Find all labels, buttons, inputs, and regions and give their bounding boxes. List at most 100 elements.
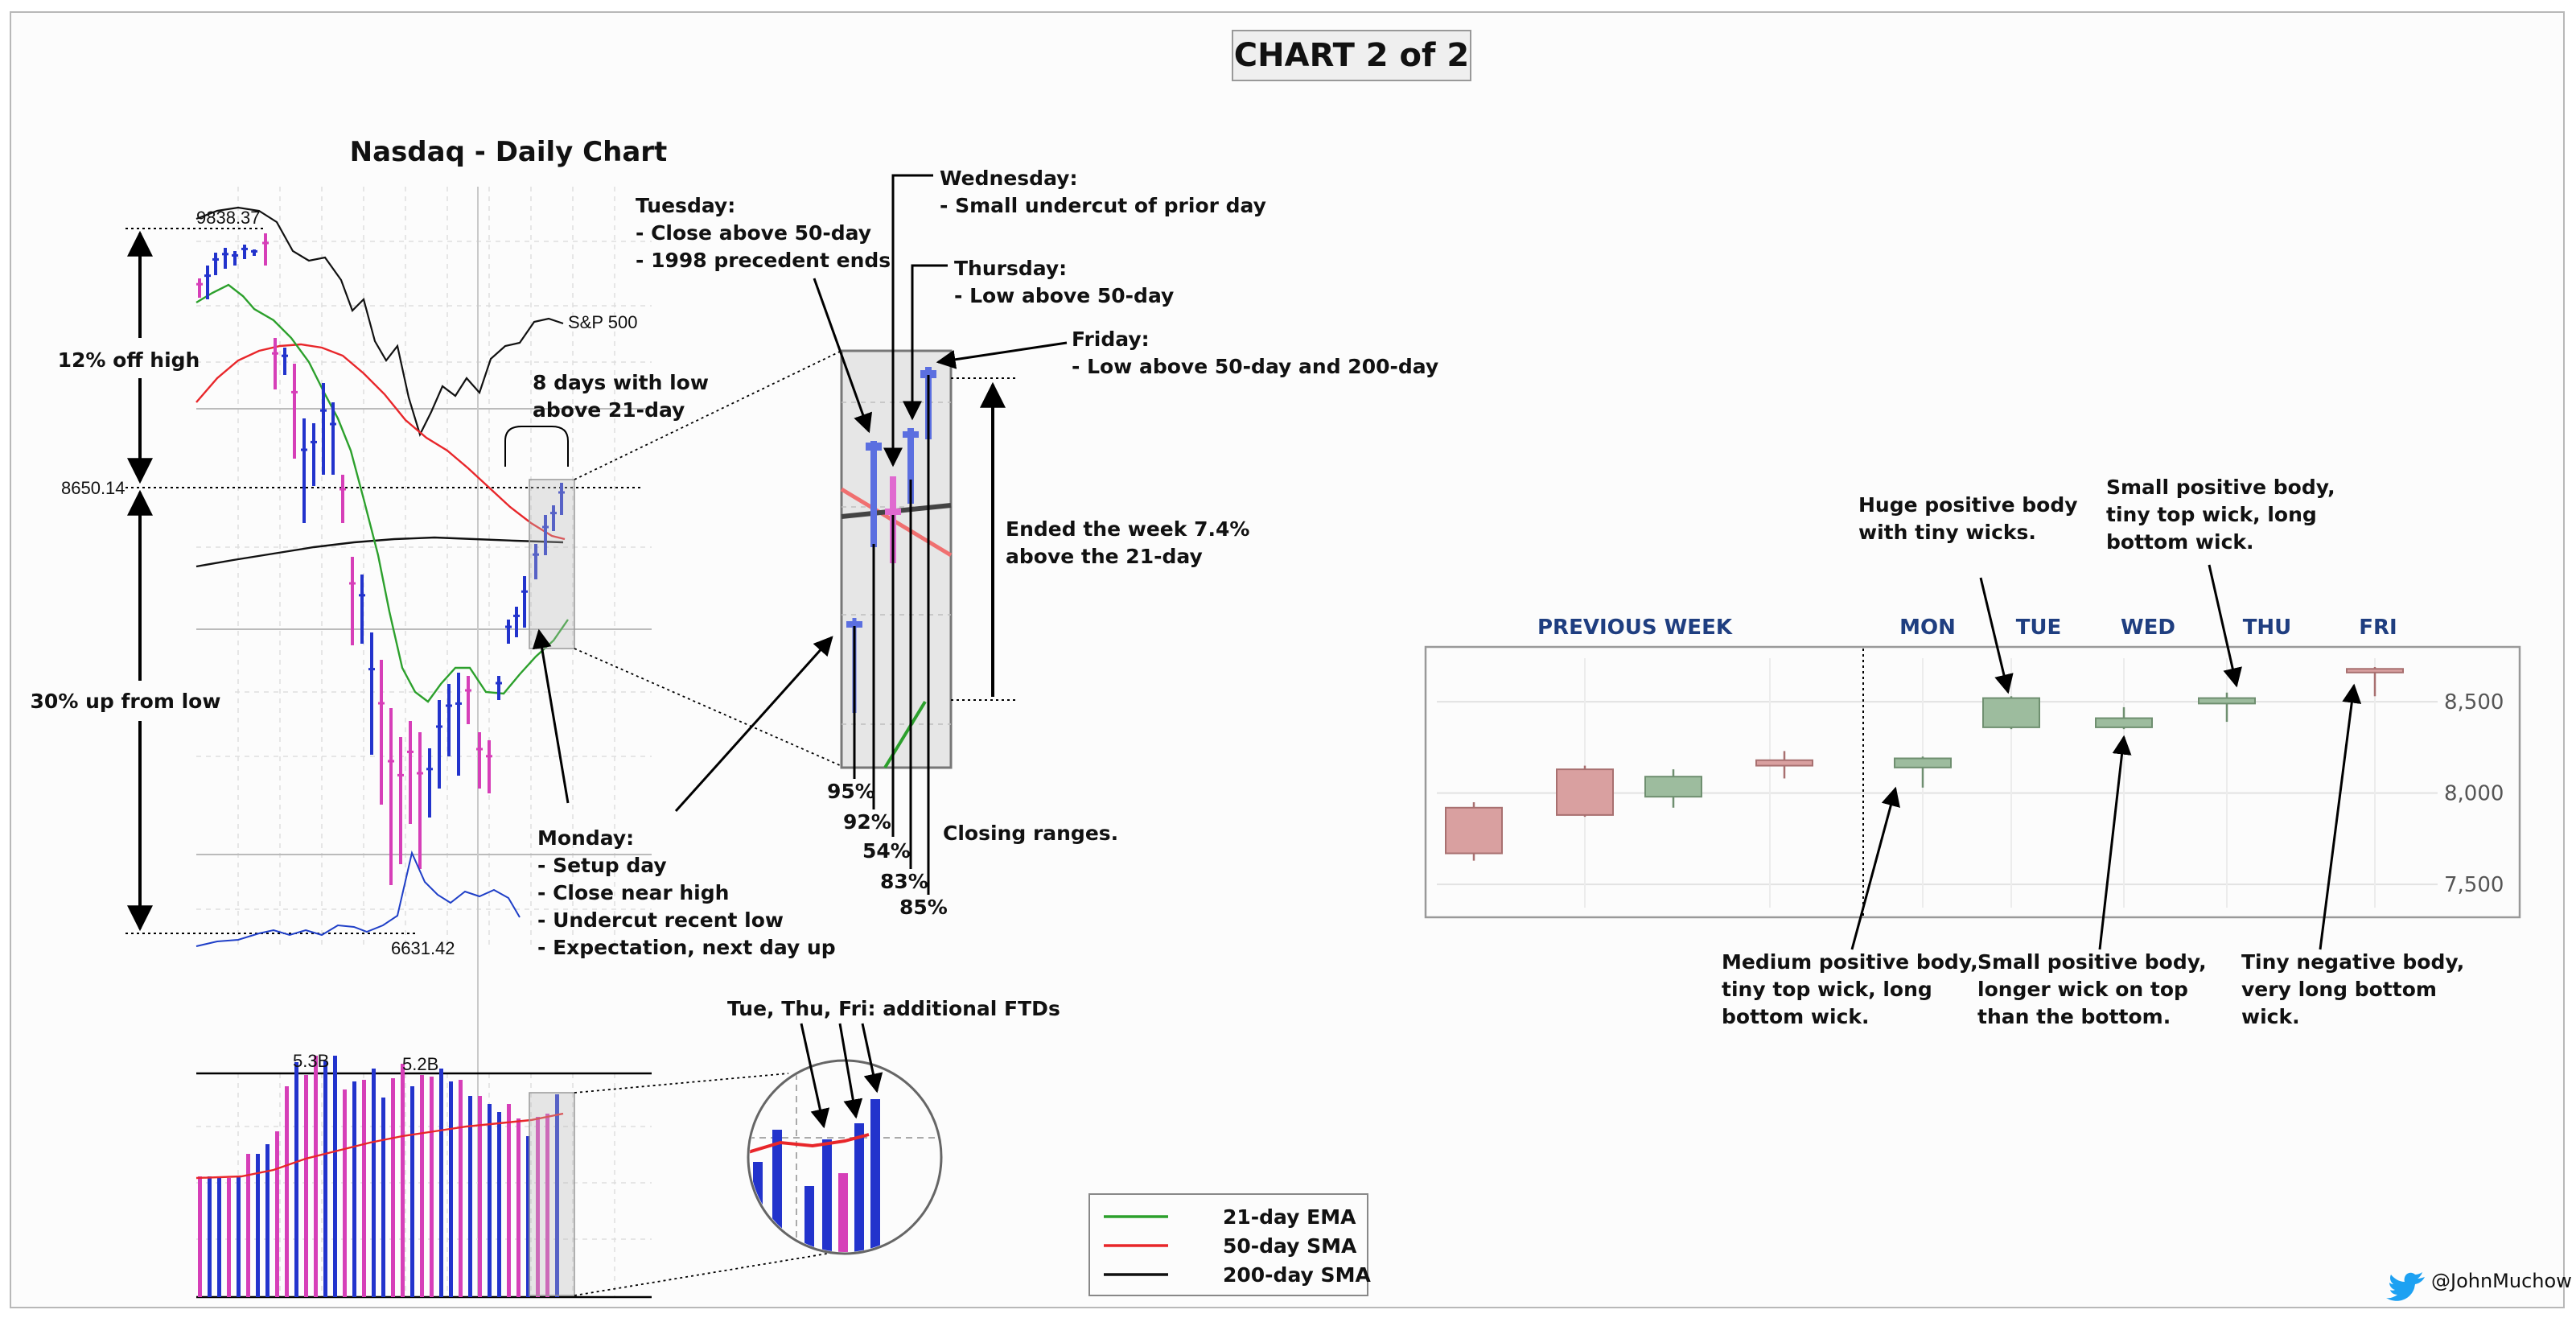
candle-annotation-line: tiny top wick, long	[2106, 503, 2317, 526]
thursday-note-line: Thursday:	[954, 257, 1067, 280]
days-above-line1: 8 days with low	[533, 371, 709, 394]
day-header: WED	[2121, 616, 2175, 640]
candle-body	[1445, 806, 1503, 855]
zoom-connector	[574, 1251, 837, 1296]
friday-note-line: - Low above 50-day and 200-day	[1072, 355, 1438, 378]
volume-bar	[420, 1075, 424, 1297]
banner-text: CHART 2 of 2	[1234, 37, 1469, 74]
volume-bar	[372, 1069, 376, 1297]
volume-bar	[439, 1069, 443, 1297]
volume-bar	[198, 1176, 202, 1297]
candle-annotation-line: bottom wick.	[2106, 530, 2254, 554]
volume-bar	[497, 1112, 501, 1297]
candle-body	[1755, 759, 1813, 767]
monday-note-line: - Close near high	[537, 881, 729, 904]
volume-bar	[391, 1078, 395, 1297]
volume-bar	[401, 1064, 405, 1297]
ftd-note: Tue, Thu, Fri: additional FTDs	[727, 997, 1060, 1020]
closing-range-value: 54%	[862, 839, 911, 863]
thursday-arrow	[903, 264, 948, 421]
tuesday-note-line: - 1998 precedent ends	[636, 249, 891, 272]
volume-bar	[516, 1118, 521, 1297]
volume-bar	[362, 1080, 366, 1297]
y-tick-label: 8,500	[2444, 690, 2504, 715]
volume-bar	[265, 1144, 270, 1297]
tuesday-note-line: Tuesday:	[636, 194, 735, 217]
daily-candles	[1445, 666, 2404, 861]
legend-label: 200-day SMA	[1223, 1263, 1371, 1287]
candle-annotation-line: Tiny negative body,	[2241, 950, 2464, 974]
candle-annotation-line: longer wick on top	[1977, 978, 2188, 1001]
candle-body	[2346, 668, 2404, 673]
candle-annotation-line: tiny top wick, long	[1722, 978, 1932, 1001]
day-header: MON	[1899, 616, 1956, 640]
low-value-label: 6631.42	[391, 938, 455, 958]
candle-body	[2198, 697, 2256, 705]
nasdaq-candles	[196, 233, 565, 885]
mid-value-label: 8650.14	[61, 478, 126, 498]
candle-annotation-line: than the bottom.	[1977, 1005, 2171, 1028]
closing-ranges: 95% 92% 54% 83% 85% Closing ranges.	[827, 375, 1118, 919]
day-header: FRI	[2359, 616, 2397, 640]
volume-bar	[208, 1176, 212, 1297]
volume-bar	[314, 1056, 318, 1297]
tuesday-note: Tuesday: - Close above 50-day - 1998 pre…	[636, 194, 891, 272]
day-header: PREVIOUS WEEK	[1537, 616, 1733, 640]
day-headers: PREVIOUS WEEK MON TUE WED THU FRI	[1537, 616, 2397, 640]
volume-bar	[285, 1086, 289, 1297]
zoom-source-box	[529, 479, 575, 649]
annotation-arrow	[2098, 735, 2132, 950]
volume-bar	[410, 1086, 414, 1297]
left-grid	[196, 187, 652, 949]
friday-arrow	[936, 341, 1068, 369]
wednesday-arrow	[883, 174, 933, 467]
wednesday-note: Wednesday: - Small undercut of prior day	[940, 167, 1266, 217]
volume-bar	[478, 1096, 482, 1297]
week-note-line2: above the 21-day	[1006, 545, 1203, 568]
volume-bar	[381, 1098, 385, 1297]
sma50-line	[195, 343, 566, 541]
candle-body	[2095, 717, 2153, 728]
credit: @JohnMuchow	[2386, 1270, 2572, 1301]
wednesday-note-line: - Small undercut of prior day	[940, 194, 1266, 217]
tuesday-note-line: - Close above 50-day	[636, 221, 871, 245]
volume-bar	[333, 1056, 337, 1297]
candle-body	[1982, 697, 2040, 728]
candle-annotation-line: Small positive body,	[1977, 950, 2207, 974]
closing-ranges-label: Closing ranges.	[943, 822, 1118, 845]
credit-handle: @JohnMuchow	[2431, 1270, 2572, 1292]
volume-bar	[217, 1176, 221, 1297]
label-bg	[32, 338, 190, 378]
y-tick-label: 8,000	[2444, 782, 2504, 806]
legend-label: 50-day SMA	[1223, 1234, 1357, 1258]
closing-range-value: 85%	[899, 896, 948, 919]
annotation-arrow	[1850, 786, 1900, 950]
candle-annotation-line: Huge positive body	[1858, 493, 2078, 517]
candle-body	[1644, 776, 1702, 798]
volume-bar	[430, 1077, 434, 1297]
thursday-note: Thursday: - Low above 50-day	[954, 257, 1174, 307]
volume-bar	[555, 1094, 559, 1297]
closing-range-value: 92%	[843, 810, 891, 834]
volume-average-line	[195, 1112, 564, 1180]
annotation-arrow	[1979, 577, 2014, 694]
day-header: THU	[2243, 616, 2292, 640]
volume-bar	[246, 1154, 250, 1297]
volume-bar	[294, 1062, 298, 1297]
monday-arrow	[532, 628, 570, 804]
candle-body	[1556, 768, 1614, 816]
friday-note: Friday: - Low above 50-day and 200-day	[1072, 327, 1438, 378]
candle-annotation-line: bottom wick.	[1722, 1005, 1870, 1028]
ftd-arrow	[838, 1023, 863, 1119]
candle-body	[1894, 757, 1952, 768]
volume-bar	[352, 1081, 356, 1297]
volume-bar	[323, 1061, 327, 1297]
volume-bar	[304, 1075, 308, 1297]
day-header: TUE	[2016, 616, 2062, 640]
week-note-line1: Ended the week 7.4%	[1006, 517, 1249, 541]
volume-bar	[449, 1081, 453, 1297]
monday-zoom-arrow	[674, 636, 833, 813]
monday-note-line: - Expectation, next day up	[537, 936, 836, 959]
